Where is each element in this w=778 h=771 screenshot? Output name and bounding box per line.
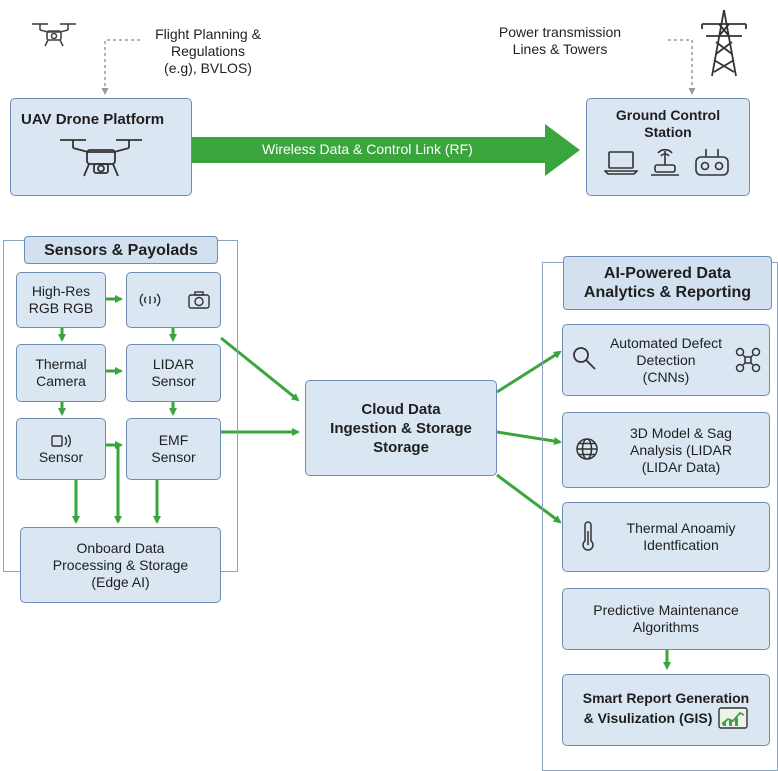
high-res-label-2: RGB RGB xyxy=(28,300,94,316)
chart-icon xyxy=(718,706,749,729)
flight-planning-note: Flight Planning & Regulations (e.g), BVL… xyxy=(155,26,261,76)
onboard-label-3: (Edge AI) xyxy=(91,573,150,590)
predictive-label-1: Predictive Maintenance xyxy=(593,602,739,618)
high-res-rgb-box: High-Res RGB RGB xyxy=(16,272,106,328)
ground-station-label-2: Station xyxy=(644,124,692,140)
rf-link-label: Wireless Data & Control Link (RF) xyxy=(262,141,473,157)
antenna-icon xyxy=(651,148,679,176)
quad-icon xyxy=(735,347,761,373)
thermal-anomaly-box: Thermal Anoamiy Identfication xyxy=(562,502,770,572)
drone-icon xyxy=(56,134,146,178)
model3d-label-1: 3D Model & Sag xyxy=(630,424,732,441)
magnifier-icon xyxy=(573,347,596,370)
cloud-label-1: Cloud Data xyxy=(361,400,441,418)
sensors-title: Sensors & Payolads xyxy=(24,236,218,264)
wifi-icon xyxy=(51,434,71,447)
rf-link-arrow xyxy=(192,124,580,176)
generic-sensor-box: Sensor xyxy=(16,418,106,480)
thermometer-icon xyxy=(582,521,594,551)
emf-label-2: Sensor xyxy=(151,449,196,465)
arrow-cloud-thermal xyxy=(496,473,562,524)
thermal-anomaly-label-1: Thermal Anoamiy xyxy=(626,520,736,536)
onboard-processing-box: Onboard Data Processing & Storage (Edge … xyxy=(20,527,221,603)
high-res-label-1: High-Res xyxy=(31,283,91,299)
smart-report-label-2: & Visulization (GIS) xyxy=(583,710,713,726)
globe-icon xyxy=(576,438,598,460)
uav-platform-box: UAV Drone Platform xyxy=(10,98,192,196)
uav-platform-label: UAV Drone Platform xyxy=(21,111,165,128)
defect-label-1: Automated Defect xyxy=(609,334,723,351)
thermal-label-1: Thermal xyxy=(35,356,87,372)
controller-icon xyxy=(695,149,729,176)
arrow-cloud-defect xyxy=(496,350,562,394)
cloud-label-3: Storage xyxy=(373,438,429,456)
ground-station-label-1: Ground Control xyxy=(615,107,721,123)
analytics-title-2: Analytics & Reporting xyxy=(583,284,752,301)
analytics-title: AI-Powered Data Analytics & Reporting xyxy=(563,256,772,310)
arrow-lidar-cloud xyxy=(220,336,300,402)
defect-label-3: (CNNs) xyxy=(642,368,690,385)
dotted-arrow-power xyxy=(668,39,696,95)
laptop-icon xyxy=(604,151,638,175)
thermal-camera-box: Thermal Camera xyxy=(16,344,106,402)
cloud-label-2: Ingestion & Storage xyxy=(330,419,472,437)
defect-detection-box: Automated Defect Detection (CNNs) xyxy=(562,324,770,396)
lidar-label-2: Sensor xyxy=(151,373,196,389)
ground-station-box: Ground Control Station xyxy=(586,98,750,196)
predictive-label-2: Algorithms xyxy=(632,619,700,635)
tower-icon xyxy=(698,8,750,78)
sensor-label: Sensor xyxy=(38,448,84,465)
camera-icon xyxy=(187,291,210,309)
cloud-storage-box: Cloud Data Ingestion & Storage Storage xyxy=(305,380,497,476)
emf-label-1: EMF xyxy=(158,432,189,448)
emf-sensor-box: EMF Sensor xyxy=(126,418,221,480)
onboard-label-2: Processing & Storage xyxy=(52,556,189,573)
signal-icon xyxy=(139,293,160,307)
smart-report-label-1: Smart Report Generation xyxy=(582,689,750,706)
lidar-sensor-box: LIDAR Sensor xyxy=(126,344,221,402)
model3d-label-2: Analysis (LIDAR xyxy=(630,441,732,458)
drone-icon-top xyxy=(30,18,78,48)
model3d-label-3: (LIDAr Data) xyxy=(641,458,721,475)
thermal-anomaly-label-2: Identfication xyxy=(643,537,719,553)
arrow-cloud-3d xyxy=(496,430,562,446)
smart-report-box: Smart Report Generation & Visulization (… xyxy=(562,674,770,746)
analytics-title-1: AI-Powered Data xyxy=(603,265,732,282)
model-3d-box: 3D Model & Sag Analysis (LIDAR (LIDAr Da… xyxy=(562,412,770,488)
defect-label-2: Detection xyxy=(636,351,696,368)
onboard-label-1: Onboard Data xyxy=(76,539,165,556)
dotted-arrow-flight xyxy=(101,39,140,95)
lidar-label-1: LIDAR xyxy=(152,356,195,372)
thermal-label-2: Camera xyxy=(36,373,86,389)
power-lines-note: Power transmission Lines & Towers xyxy=(498,24,622,57)
predictive-maintenance-box: Predictive Maintenance Algorithms xyxy=(562,588,770,650)
camera-payload-box xyxy=(126,272,221,328)
